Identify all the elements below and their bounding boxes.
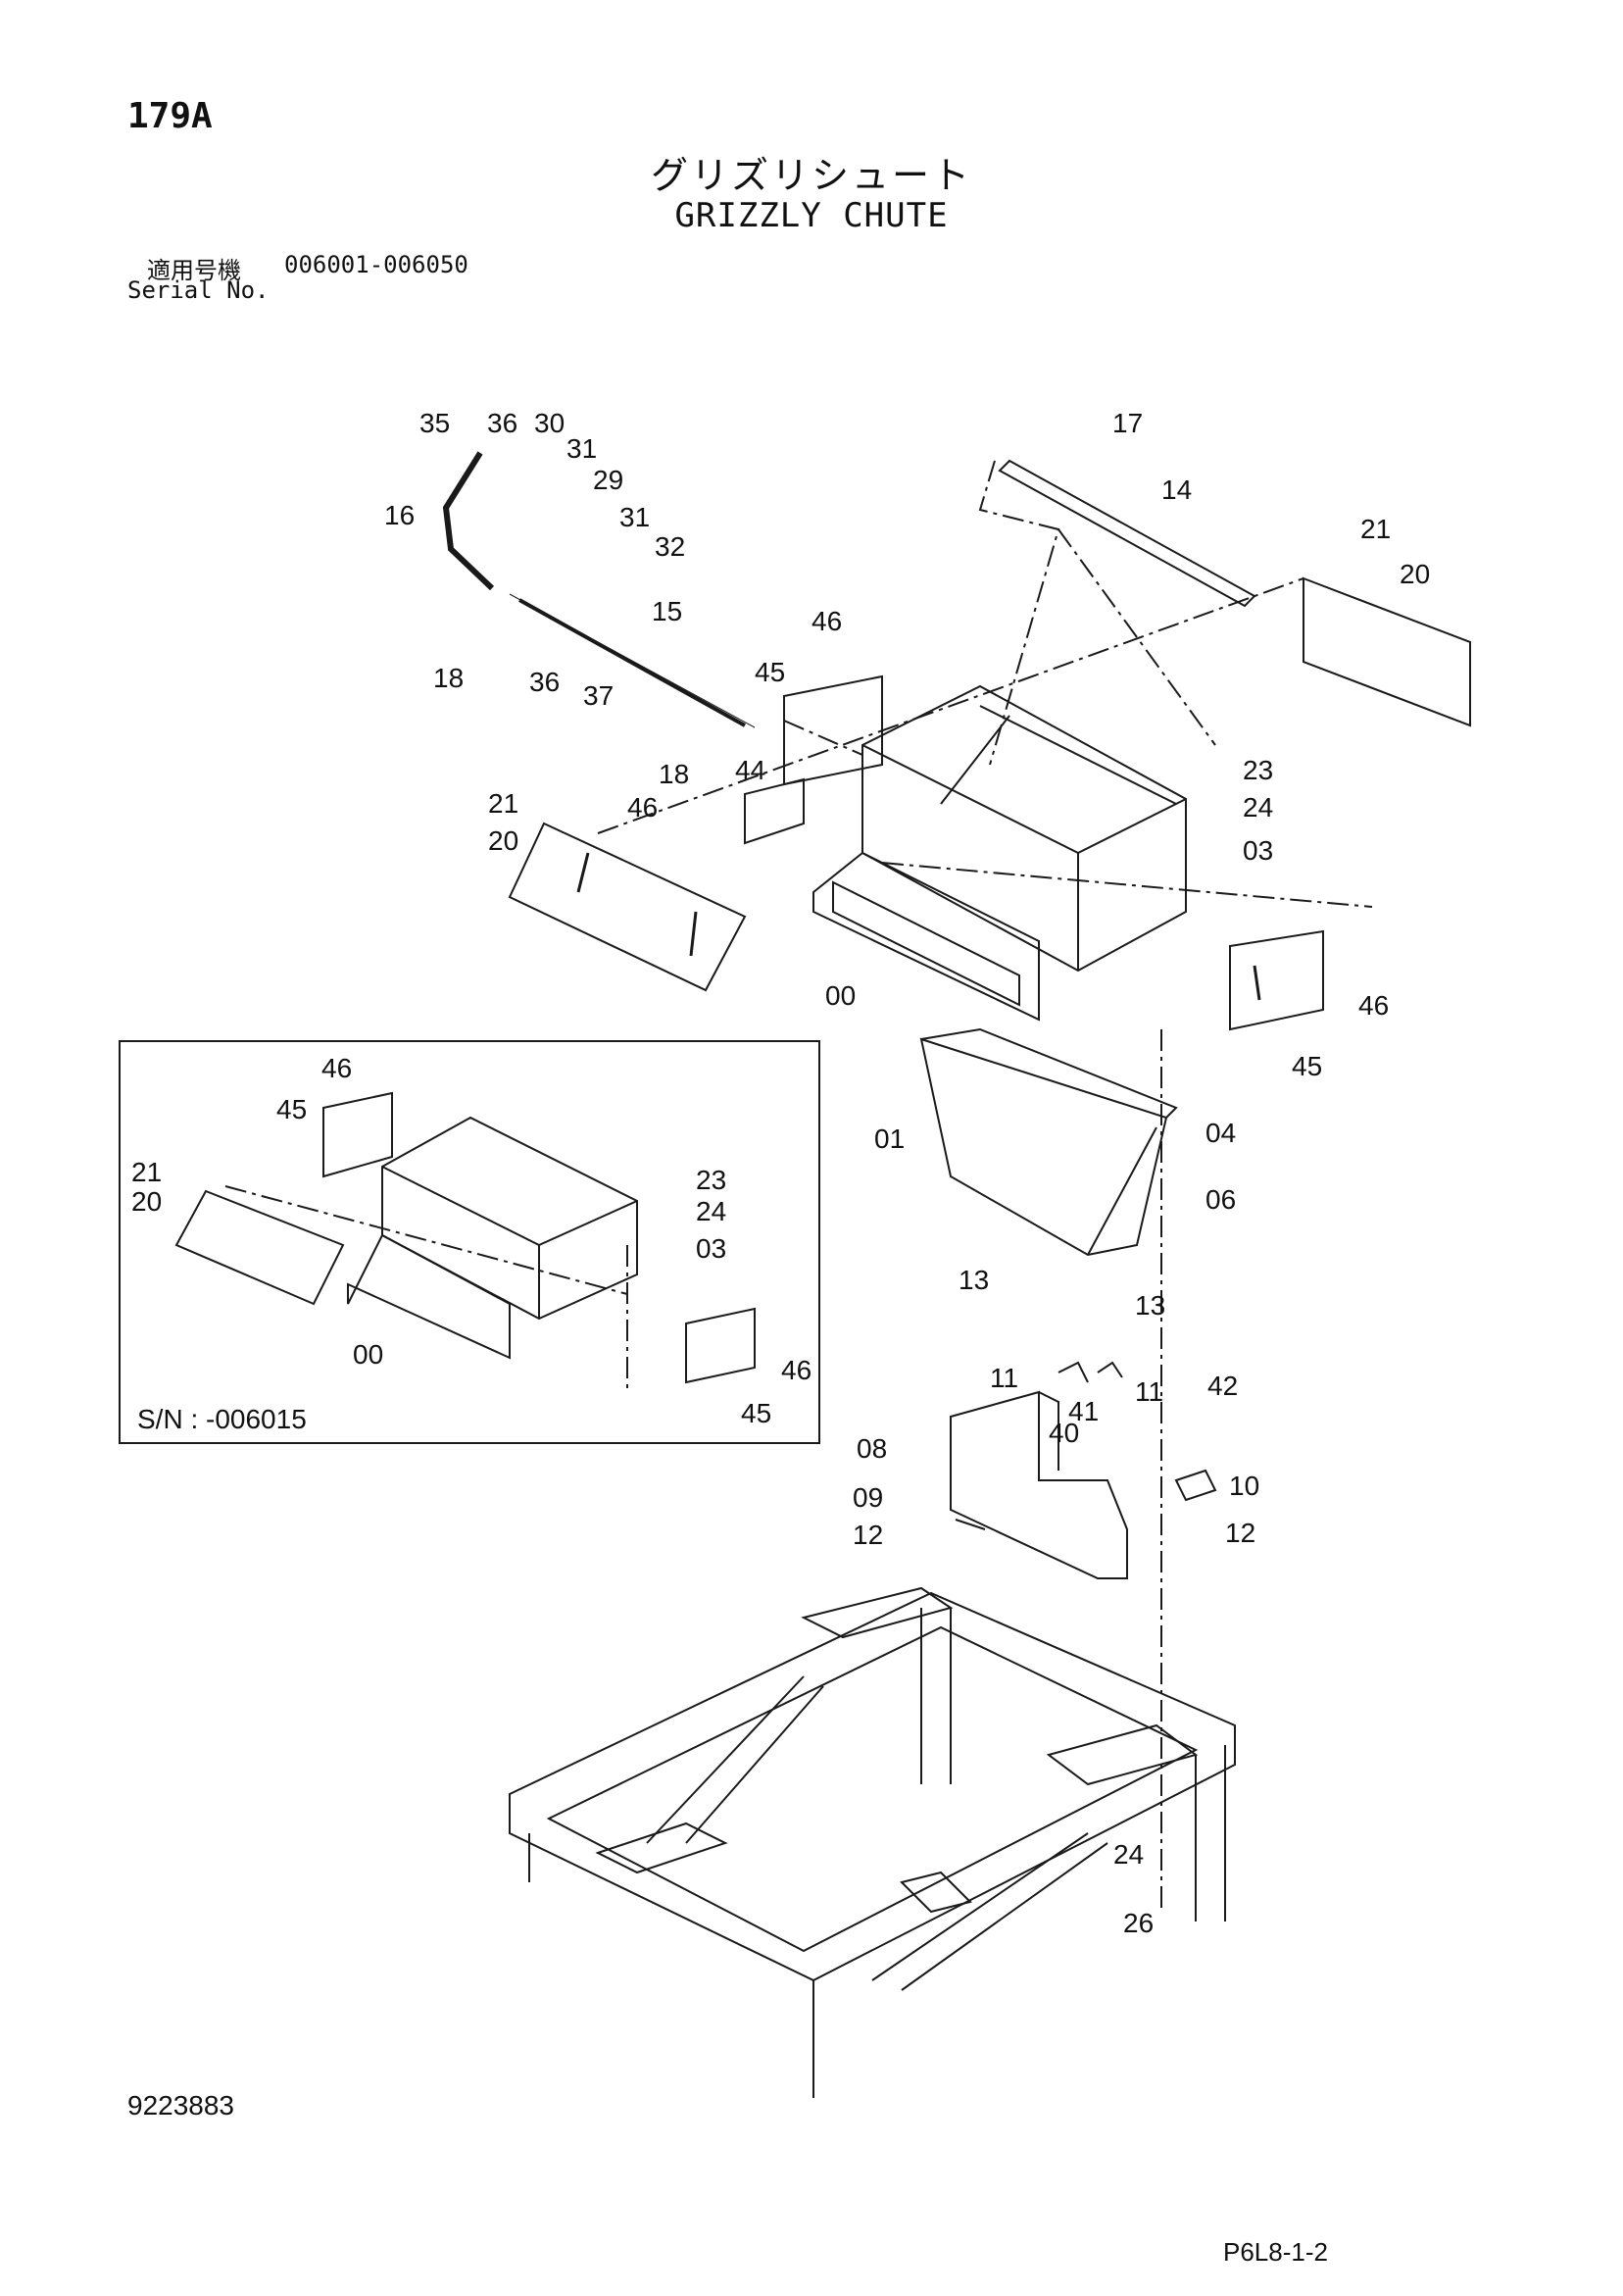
chute-01 (919, 1037, 1168, 1257)
inset-callout-label: 00 (353, 1339, 384, 1370)
callout-label: 10 (1229, 1471, 1260, 1501)
callout-label: 32 (655, 531, 686, 562)
callout-label: 21 (1360, 514, 1392, 544)
callout-label: 01 (874, 1123, 906, 1154)
callout-label: 06 (1205, 1184, 1237, 1215)
callout-label: 46 (627, 792, 659, 823)
side-plate-45-right (1229, 929, 1324, 1031)
callout-label: 23 (1243, 755, 1274, 785)
callout-label: 26 (1123, 1908, 1155, 1938)
title-japanese: グリズリシュート (650, 154, 972, 197)
inset-callout-label: 46 (781, 1355, 812, 1385)
callout-label: 13 (959, 1265, 990, 1295)
callout-label: 12 (1225, 1518, 1256, 1548)
cover-plate-right (1303, 576, 1471, 727)
callout-label: 20 (1400, 559, 1431, 589)
callout-label: 17 (1112, 408, 1144, 438)
callout-label: 29 (593, 465, 624, 495)
callout-label: 24 (1243, 792, 1274, 823)
side-plate-45 (783, 674, 883, 786)
callout-label: 03 (1243, 835, 1274, 866)
callout-label: 00 (825, 980, 857, 1011)
callout-label: 46 (812, 606, 843, 636)
inset-callout-label: 46 (321, 1053, 353, 1083)
callout-label: 45 (755, 657, 786, 687)
callout-label: 36 (487, 408, 518, 438)
inset-box (119, 1040, 820, 1444)
callout-label: 37 (583, 680, 615, 711)
callout-label: 40 (1049, 1418, 1080, 1448)
callout-label: 11 (990, 1363, 1019, 1393)
page-number: 179A (127, 96, 213, 136)
callout-label: 24 (1113, 1839, 1145, 1870)
serial-label-english: Serial No. (127, 276, 270, 304)
serial-label-japanese: 適用号機 (147, 257, 241, 284)
callout-label: 16 (384, 500, 416, 530)
inset-callout-label: 45 (276, 1094, 308, 1124)
callout-label: 31 (619, 502, 651, 532)
callout-label: 13 (1135, 1290, 1166, 1321)
callout-label: 36 (529, 667, 561, 697)
page-code: P6L8-1-2 (1223, 2237, 1328, 2267)
callout-label: 31 (566, 433, 598, 464)
inset-callout-label: 23 (696, 1165, 727, 1195)
callout-label: 44 (735, 755, 766, 785)
base-frame (509, 1591, 1236, 1982)
cover-plate-left (508, 822, 747, 992)
callout-label: 41 (1068, 1396, 1100, 1426)
callout-label: 46 (1358, 990, 1390, 1021)
inset-callout-label: 03 (696, 1233, 727, 1264)
callout-label: 08 (857, 1433, 888, 1464)
document-number: 9223883 (127, 2090, 235, 2121)
chute-08 (950, 1390, 1128, 1579)
inset-callout-label: 20 (131, 1186, 163, 1217)
callout-label: 04 (1205, 1118, 1237, 1148)
small-plate-44 (744, 777, 805, 845)
callout-label: 18 (433, 663, 465, 693)
inset-callout-label: 45 (741, 1398, 772, 1428)
plate-14 (998, 459, 1256, 608)
callout-label: 11 (1135, 1376, 1164, 1407)
callout-label: 21 (488, 788, 519, 819)
callout-label: 45 (1292, 1051, 1323, 1081)
inset-callout-label: 21 (131, 1157, 163, 1187)
callout-label: 15 (652, 596, 683, 626)
callout-label: 20 (488, 825, 519, 856)
callout-label: 18 (659, 759, 690, 789)
callout-label: 09 (853, 1482, 884, 1513)
callout-label: 12 (853, 1520, 884, 1550)
inset-drawing (174, 1091, 756, 1392)
inset-caption: S/N : -006015 (137, 1404, 307, 1434)
inset-callout-label: 24 (696, 1196, 727, 1226)
callout-label: 14 (1161, 474, 1193, 505)
rod (518, 598, 746, 727)
callout-label: 42 (1207, 1371, 1239, 1401)
callout-label: 30 (534, 408, 566, 438)
callout-label: 35 (419, 408, 451, 438)
title-english: GRIZZLY CHUTE (674, 196, 949, 235)
serial-range: 006001-006050 (284, 251, 468, 278)
lever-handle (442, 451, 495, 591)
